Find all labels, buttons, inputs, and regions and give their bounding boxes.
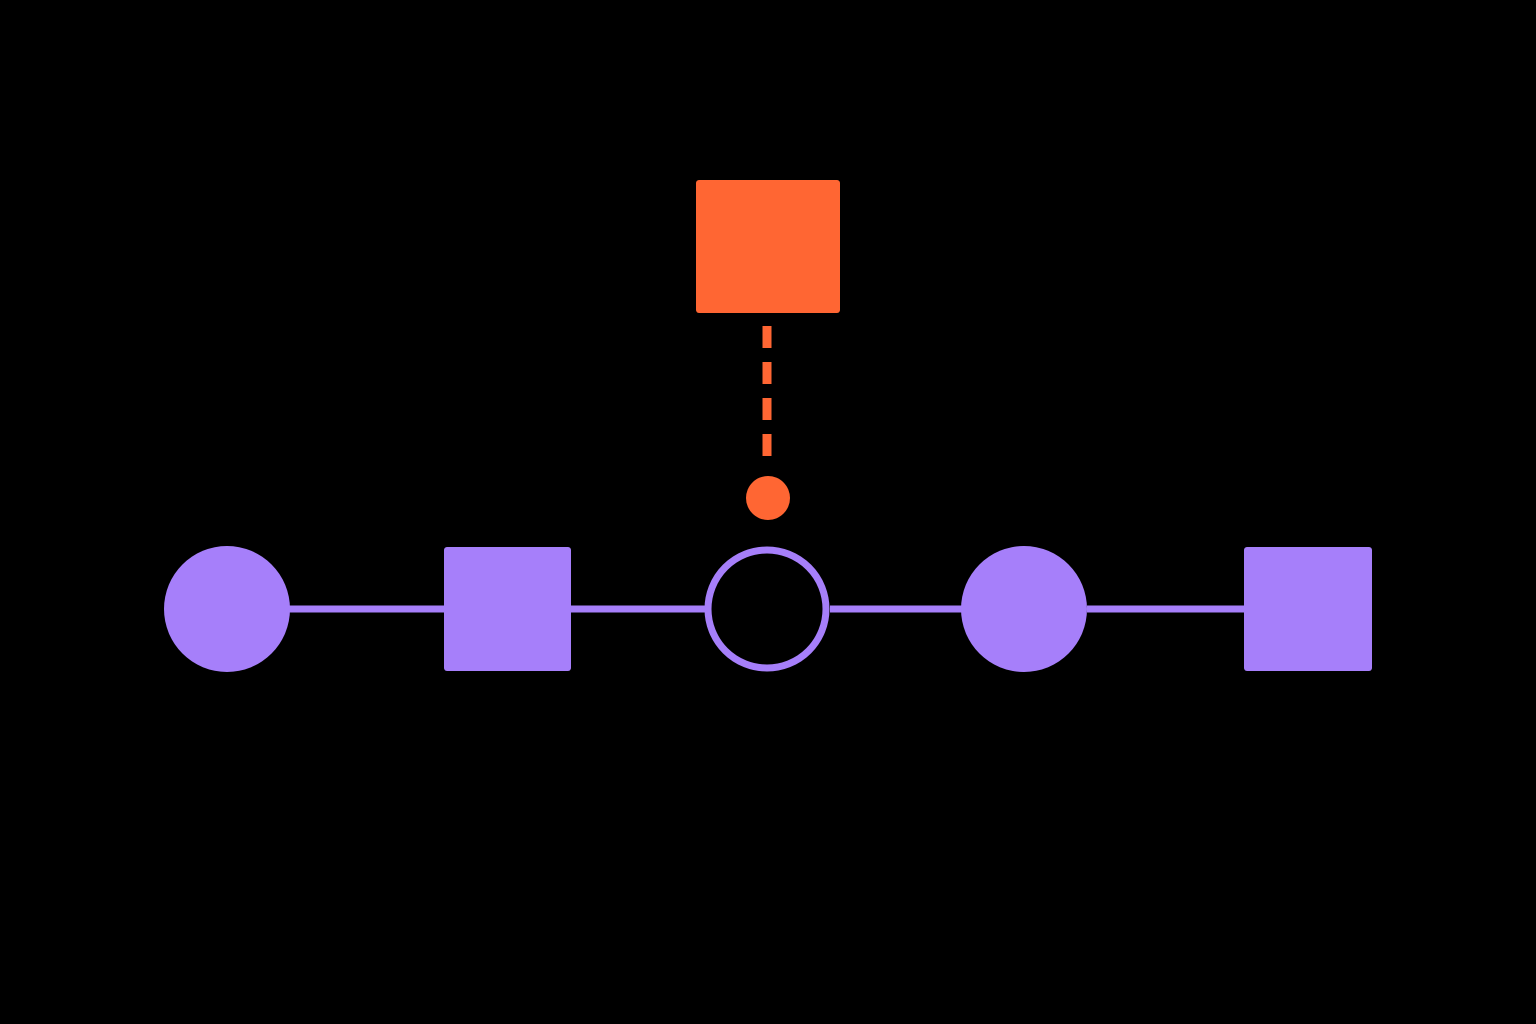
node-1 [164, 546, 290, 672]
node-4 [961, 546, 1087, 672]
branch-joint-dot [746, 476, 790, 520]
main-nodes [164, 546, 1372, 672]
branch-top-node [696, 180, 840, 313]
node-3 [704, 546, 830, 672]
node-2 [444, 547, 571, 671]
node-5 [1244, 547, 1372, 671]
branch [696, 180, 840, 520]
